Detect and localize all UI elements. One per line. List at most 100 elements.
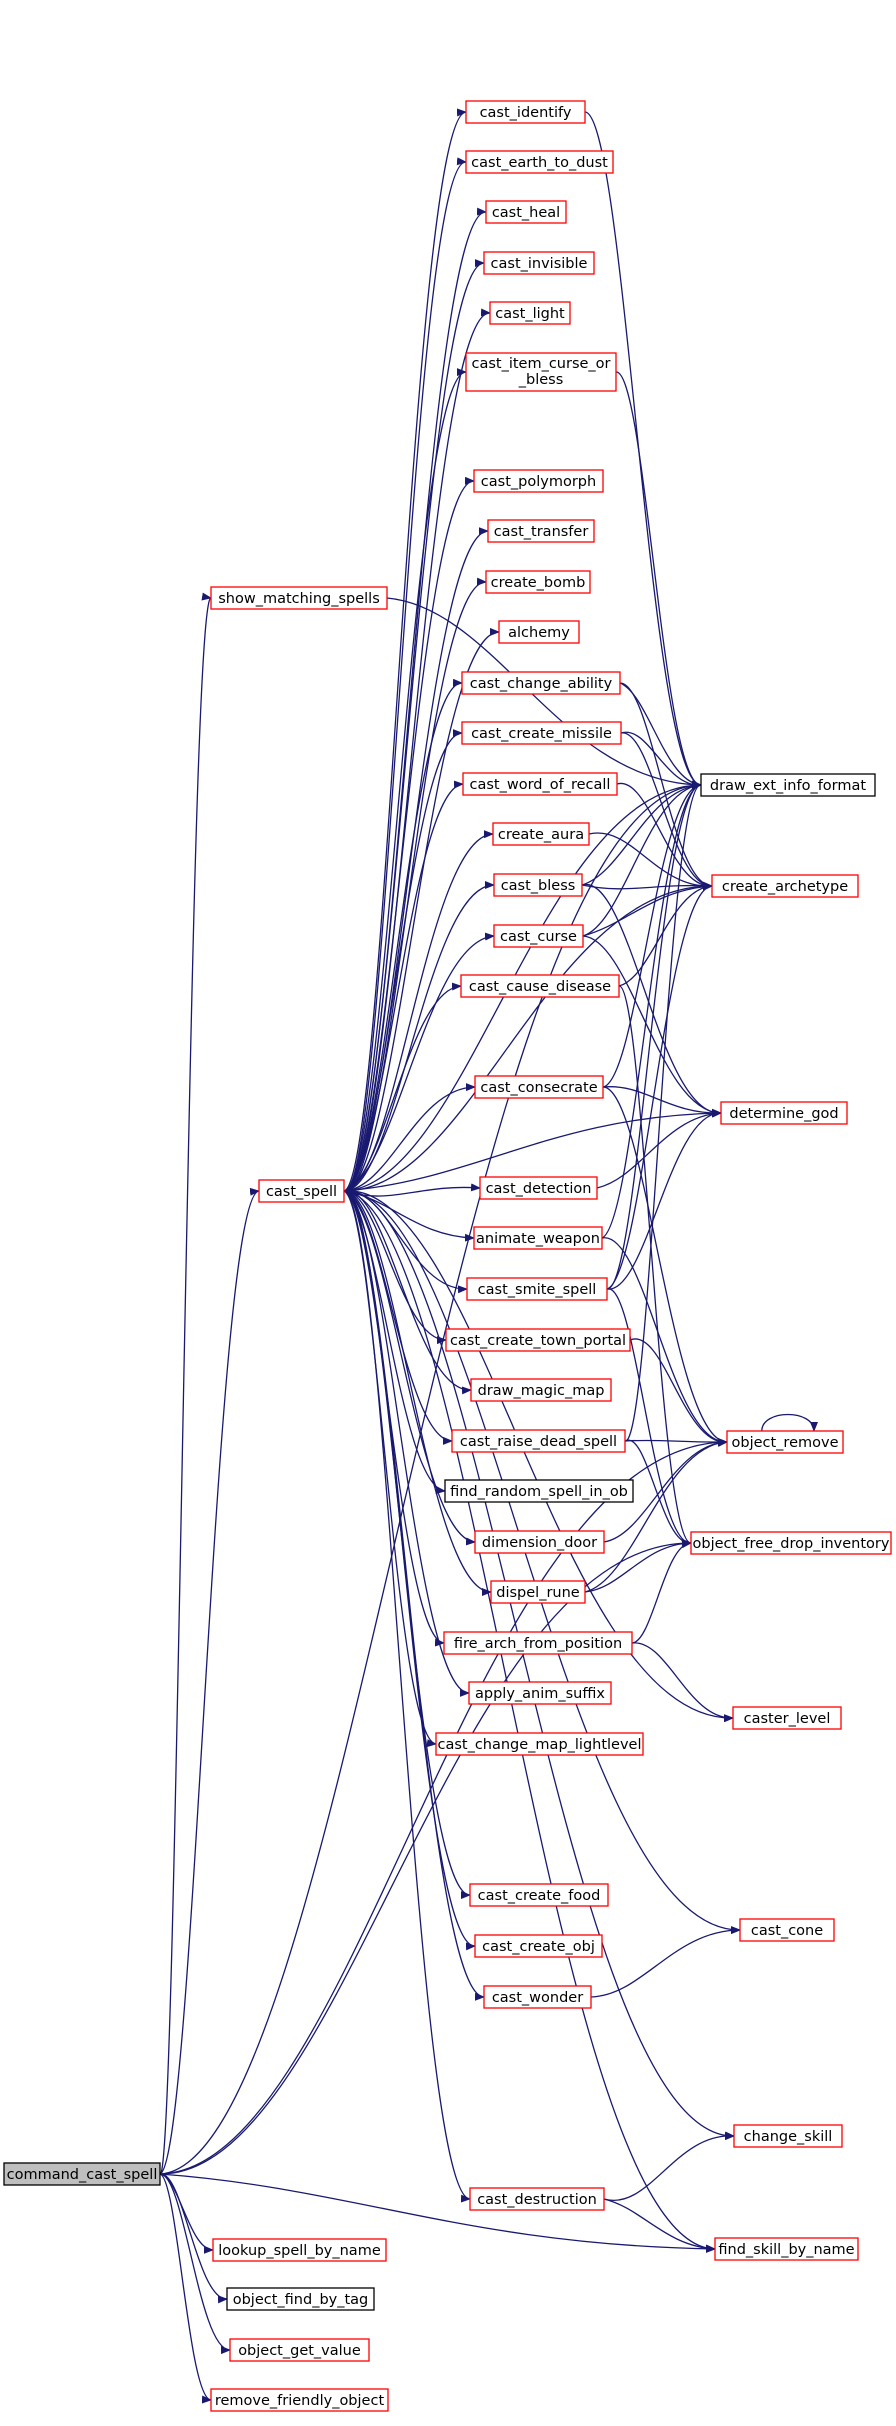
node-find_skill_by_name[interactable]: find_skill_by_name: [714, 2237, 859, 2261]
node-box[interactable]: [474, 1934, 603, 1958]
node-box[interactable]: [690, 1531, 892, 1555]
node-box[interactable]: [465, 150, 614, 174]
node-box[interactable]: [714, 2237, 859, 2261]
node-cast_transfer[interactable]: cast_transfer: [487, 519, 595, 543]
node-box[interactable]: [466, 1277, 608, 1301]
node-cast_change_map_lightlevel[interactable]: cast_change_map_lightlevel: [435, 1732, 644, 1756]
node-caster_level[interactable]: caster_level: [732, 1706, 842, 1730]
node-box[interactable]: [720, 1101, 848, 1125]
node-cast_heal[interactable]: cast_heal: [485, 200, 567, 224]
node-alchemy[interactable]: alchemy: [498, 620, 580, 644]
node-box[interactable]: [479, 1176, 598, 1200]
node-cast_light[interactable]: cast_light: [489, 301, 571, 325]
node-apply_anim_suffix[interactable]: apply_anim_suffix: [468, 1681, 612, 1705]
node-box[interactable]: [492, 822, 590, 846]
node-box[interactable]: [445, 1328, 631, 1352]
node-cast_cause_disease[interactable]: cast_cause_disease: [460, 974, 620, 998]
node-cast_create_missile[interactable]: cast_create_missile: [461, 721, 622, 745]
node-box[interactable]: [212, 2238, 387, 2262]
node-find_random_spell_in_ob[interactable]: find_random_spell_in_ob: [444, 1479, 634, 1503]
node-box[interactable]: [3, 2162, 161, 2186]
node-remove_friendly_object[interactable]: remove_friendly_object: [210, 2388, 389, 2412]
node-cast_destruction[interactable]: cast_destruction: [469, 2187, 605, 2211]
node-cast_polymorph[interactable]: cast_polymorph: [473, 469, 604, 493]
node-box[interactable]: [473, 1226, 603, 1250]
node-box[interactable]: [474, 1075, 604, 1099]
node-cast_item_curse_or_bless[interactable]: cast_item_curse_or_bless: [465, 352, 617, 392]
node-box[interactable]: [473, 469, 604, 493]
node-box[interactable]: [210, 2388, 389, 2412]
node-box[interactable]: [451, 1429, 626, 1453]
node-object_find_by_tag[interactable]: object_find_by_tag: [226, 2287, 375, 2311]
node-cast_cone[interactable]: cast_cone: [739, 1918, 835, 1942]
node-object_get_value[interactable]: object_get_value: [229, 2338, 370, 2362]
node-cast_consecrate[interactable]: cast_consecrate: [474, 1075, 604, 1099]
node-command_cast_spell[interactable]: command_cast_spell: [3, 2162, 161, 2186]
node-box[interactable]: [493, 873, 583, 897]
node-cast_smite_spell[interactable]: cast_smite_spell: [466, 1277, 608, 1301]
node-cast_word_of_recall[interactable]: cast_word_of_recall: [462, 772, 618, 796]
node-box[interactable]: [711, 874, 859, 898]
node-box[interactable]: [485, 570, 591, 594]
node-create_bomb[interactable]: create_bomb: [485, 570, 591, 594]
node-object_free_drop_inventory[interactable]: object_free_drop_inventory: [690, 1531, 892, 1555]
node-box[interactable]: [465, 100, 586, 124]
node-show_matching_spells[interactable]: show_matching_spells: [210, 586, 388, 610]
node-box[interactable]: [462, 772, 618, 796]
node-box[interactable]: [490, 1580, 586, 1604]
node-box[interactable]: [210, 586, 388, 610]
node-box[interactable]: [443, 1631, 633, 1655]
node-cast_curse[interactable]: cast_curse: [493, 924, 584, 948]
node-box[interactable]: [487, 519, 595, 543]
node-cast_create_town_portal[interactable]: cast_create_town_portal: [445, 1328, 631, 1352]
node-box[interactable]: [465, 352, 617, 392]
node-cast_create_obj[interactable]: cast_create_obj: [474, 1934, 603, 1958]
node-animate_weapon[interactable]: animate_weapon: [473, 1226, 603, 1250]
node-box[interactable]: [468, 1681, 612, 1705]
node-create_archetype[interactable]: create_archetype: [711, 874, 859, 898]
node-box[interactable]: [444, 1479, 634, 1503]
node-box[interactable]: [498, 620, 580, 644]
node-cast_bless[interactable]: cast_bless: [493, 873, 583, 897]
node-box[interactable]: [461, 721, 622, 745]
node-cast_identify[interactable]: cast_identify: [465, 100, 586, 124]
node-box[interactable]: [489, 301, 571, 325]
node-box[interactable]: [469, 2187, 605, 2211]
node-box[interactable]: [460, 974, 620, 998]
node-box[interactable]: [469, 1883, 609, 1907]
node-box[interactable]: [435, 1732, 644, 1756]
node-box[interactable]: [483, 251, 595, 275]
node-cast_wonder[interactable]: cast_wonder: [483, 1985, 592, 2009]
node-create_aura[interactable]: create_aura: [492, 822, 590, 846]
node-cast_detection[interactable]: cast_detection: [479, 1176, 598, 1200]
node-dispel_rune[interactable]: dispel_rune: [490, 1580, 586, 1604]
node-change_skill[interactable]: change_skill: [733, 2124, 843, 2148]
node-box[interactable]: [226, 2287, 375, 2311]
node-dimension_door[interactable]: dimension_door: [474, 1530, 605, 1554]
node-cast_spell[interactable]: cast_spell: [258, 1179, 345, 1203]
node-lookup_spell_by_name[interactable]: lookup_spell_by_name: [212, 2238, 387, 2262]
node-box[interactable]: [258, 1179, 345, 1203]
node-cast_invisible[interactable]: cast_invisible: [483, 251, 595, 275]
node-box[interactable]: [739, 1918, 835, 1942]
node-box[interactable]: [461, 671, 621, 695]
node-box[interactable]: [485, 200, 567, 224]
node-box[interactable]: [733, 2124, 843, 2148]
node-determine_god[interactable]: determine_god: [720, 1101, 848, 1125]
node-draw_magic_map[interactable]: draw_magic_map: [470, 1378, 612, 1402]
node-cast_earth_to_dust[interactable]: cast_earth_to_dust: [465, 150, 614, 174]
node-box[interactable]: [229, 2338, 370, 2362]
node-box[interactable]: [732, 1706, 842, 1730]
node-box[interactable]: [474, 1530, 605, 1554]
node-cast_create_food[interactable]: cast_create_food: [469, 1883, 609, 1907]
node-cast_change_ability[interactable]: cast_change_ability: [461, 671, 621, 695]
node-fire_arch_from_position[interactable]: fire_arch_from_position: [443, 1631, 633, 1655]
node-box[interactable]: [726, 1430, 844, 1454]
node-box[interactable]: [470, 1378, 612, 1402]
node-box[interactable]: [700, 773, 876, 797]
node-object_remove[interactable]: object_remove: [726, 1430, 844, 1454]
node-box[interactable]: [493, 924, 584, 948]
node-cast_raise_dead_spell[interactable]: cast_raise_dead_spell: [451, 1429, 626, 1453]
node-box[interactable]: [483, 1985, 592, 2009]
node-draw_ext_info_format[interactable]: draw_ext_info_format: [700, 773, 876, 797]
